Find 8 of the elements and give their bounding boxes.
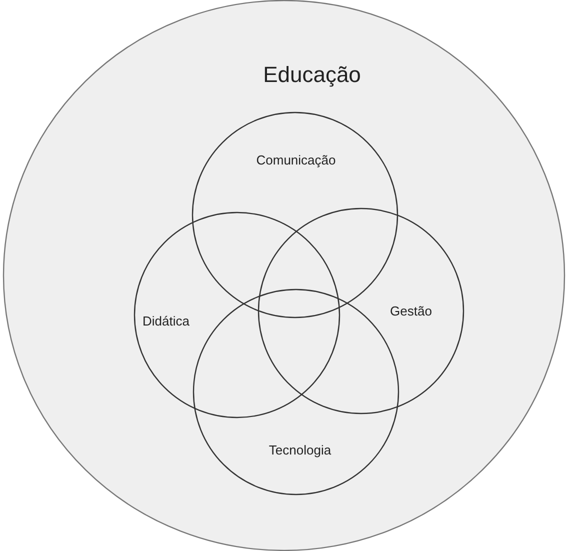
circle-label: Didática xyxy=(142,314,190,328)
circle-label: Gestão xyxy=(390,304,432,318)
venn-title: Educação xyxy=(263,62,361,88)
circle-label: Comunicação xyxy=(256,152,336,168)
venn-circle xyxy=(134,212,340,418)
outer-circle xyxy=(3,0,565,551)
circle-label: Tecnologia xyxy=(268,442,332,458)
venn-circle xyxy=(258,208,464,414)
